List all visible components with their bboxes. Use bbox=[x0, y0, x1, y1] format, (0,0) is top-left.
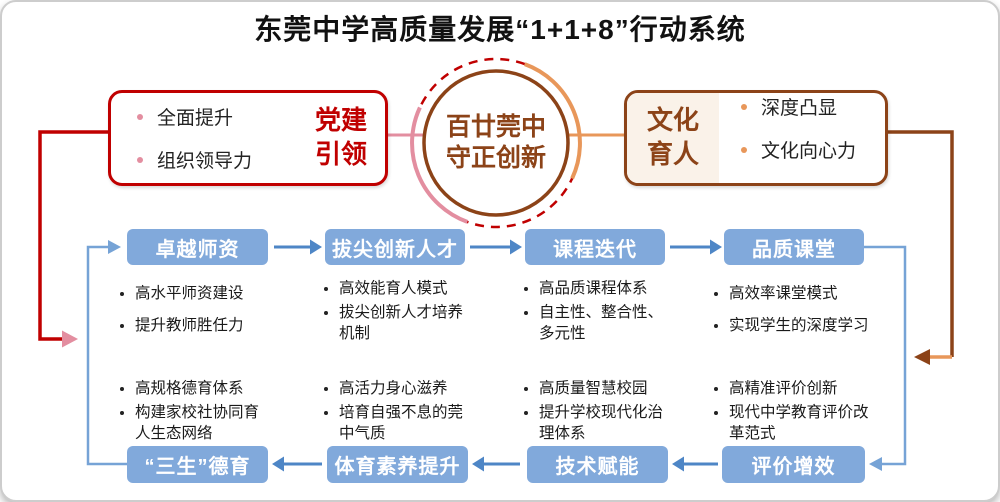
bullet-list-teachers: 高水平师资建设 提升教师胜任力 bbox=[120, 284, 295, 348]
list-item: 拔尖创新人才培养机制 bbox=[324, 303, 476, 345]
cycle-left-line bbox=[86, 245, 127, 466]
bullet-list-curriculum: 高品质课程体系 自主性、整合性、多元性 bbox=[524, 279, 676, 348]
list-item: 文化向心力 bbox=[741, 136, 885, 163]
party-label-line2: 引领 bbox=[314, 139, 367, 169]
cycle-right-line bbox=[864, 245, 907, 466]
page-title: 东莞中学高质量发展“1+1+8”行动系统 bbox=[254, 14, 746, 45]
bullet-dot-icon bbox=[714, 410, 718, 415]
list-item: 现代中学教育评价改革范式 bbox=[714, 403, 872, 445]
culture-label-line1: 文化 bbox=[646, 105, 699, 136]
list-item: 高活力身心滋养 bbox=[324, 379, 476, 400]
ring-orange-arc bbox=[524, 62, 582, 180]
bullet-list-evaluation: 高精准评价创新 现代中学教育评价改革范式 bbox=[714, 379, 872, 448]
cycle-left-arrowhead-icon bbox=[108, 240, 121, 254]
bullet-dot-icon bbox=[714, 323, 718, 328]
bullet-dot-icon bbox=[120, 323, 124, 328]
flow-arrowhead-icon bbox=[710, 239, 722, 255]
flow-node-teachers: 卓越师资 bbox=[127, 229, 268, 265]
bullet-list-technology: 高质量智慧校园 提升学校现代化治理体系 bbox=[524, 379, 676, 448]
flow-node-talent: 拔尖创新人才 bbox=[325, 229, 465, 265]
culture-bullet: 深度凸显 bbox=[761, 98, 838, 119]
list-item: 组织领导力 bbox=[137, 146, 315, 173]
flow-node-evaluation: 评价增效 bbox=[722, 446, 865, 483]
list-item: 高精准评价创新 bbox=[714, 379, 872, 400]
bullet-dot-icon bbox=[324, 387, 328, 391]
center-motto-line2: 守正创新 bbox=[445, 144, 546, 172]
bullet-dot-icon bbox=[714, 292, 718, 296]
bullet-dot-icon bbox=[524, 387, 528, 391]
bullet-list-moral-education: 高规格德育体系 构建家校社协同育人生态网络 bbox=[120, 379, 272, 448]
party-loop-line bbox=[38, 130, 108, 341]
party-bullet-list: 全面提升 组织领导力 bbox=[111, 103, 315, 173]
flow-node-technology: 技术赋能 bbox=[527, 446, 668, 483]
list-item: 实现学生的深度学习 bbox=[714, 316, 892, 337]
party-label-line1: 党建 bbox=[314, 105, 367, 136]
bullet-list-talent: 高效能育人模式 拔尖创新人才培养机制 bbox=[324, 279, 476, 348]
list-item: 构建家校社协同育人生态网络 bbox=[120, 403, 272, 445]
culture-bullet-list: 深度凸显 文化向心力 bbox=[719, 93, 885, 183]
list-item: 高效率课堂模式 bbox=[714, 284, 892, 305]
party-loop-arrowhead-icon bbox=[62, 330, 78, 348]
flow-node-moral-education: “三生”德育 bbox=[127, 446, 268, 483]
bullet-dot-icon bbox=[324, 410, 328, 415]
list-item: 培育自强不息的莞中气质 bbox=[324, 403, 476, 445]
list-item: 提升教师胜任力 bbox=[120, 316, 295, 337]
bullet-dot-icon bbox=[120, 410, 124, 415]
list-item: 高效能育人模式 bbox=[324, 279, 476, 300]
flow-node-curriculum: 课程迭代 bbox=[525, 229, 665, 265]
party-bullet: 全面提升 bbox=[157, 108, 234, 129]
list-item: 高质量智慧校园 bbox=[524, 379, 676, 400]
bullet-dot-icon bbox=[714, 387, 718, 391]
culture-box-label: 文化 育人 bbox=[627, 93, 719, 183]
list-item: 自主性、整合性、多元性 bbox=[524, 303, 676, 345]
bullet-dot-icon bbox=[524, 287, 528, 291]
flow-arrowhead-icon bbox=[672, 456, 684, 472]
flow-arrowhead-icon bbox=[310, 239, 322, 255]
party-box-label: 党建 引领 bbox=[315, 104, 385, 172]
flow-arrowhead-icon bbox=[472, 456, 484, 472]
culture-bullet: 文化向心力 bbox=[761, 141, 857, 162]
bullet-dot-icon bbox=[324, 287, 328, 291]
flow-node-classroom: 品质课堂 bbox=[724, 229, 864, 265]
bullet-dot-icon bbox=[120, 387, 124, 391]
list-item: 高品质课程体系 bbox=[524, 279, 676, 300]
flow-node-physical: 体育素养提升 bbox=[327, 446, 468, 483]
bullet-dot-icon bbox=[137, 113, 143, 120]
party-bullet: 组织领导力 bbox=[157, 151, 253, 172]
ring-pink-arc bbox=[410, 106, 468, 224]
center-circle bbox=[422, 69, 570, 217]
list-item: 提升学校现代化治理体系 bbox=[524, 403, 676, 445]
cycle-right-arrowhead-icon bbox=[869, 457, 882, 471]
center-motto: 百廿莞中 守正创新 bbox=[421, 112, 571, 174]
center-motto-line1: 百廿莞中 bbox=[445, 113, 546, 141]
bullet-dot-icon bbox=[741, 103, 747, 110]
culture-loop-arrowhead-icon bbox=[914, 349, 930, 365]
party-box: 全面提升 组织领导力 党建 引领 bbox=[108, 90, 388, 186]
culture-loop-line bbox=[888, 130, 954, 357]
bullet-dot-icon bbox=[137, 156, 143, 163]
list-item: 高规格德育体系 bbox=[120, 379, 272, 400]
bullet-dot-icon bbox=[524, 410, 528, 415]
list-item: 深度凸显 bbox=[741, 93, 885, 120]
bullet-list-physical: 高活力身心滋养 培育自强不息的莞中气质 bbox=[324, 379, 476, 448]
list-item: 全面提升 bbox=[137, 103, 315, 130]
bullet-list-classroom: 高效率课堂模式 实现学生的深度学习 bbox=[714, 284, 892, 348]
flow-arrowhead-icon bbox=[510, 239, 522, 255]
bullet-dot-icon bbox=[120, 292, 124, 296]
culture-box: 文化 育人 深度凸显 文化向心力 bbox=[624, 90, 888, 186]
flow-arrowhead-icon bbox=[272, 456, 284, 472]
bullet-dot-icon bbox=[741, 146, 747, 153]
list-item: 高水平师资建设 bbox=[120, 284, 295, 305]
culture-label-line2: 育人 bbox=[646, 139, 699, 169]
bullet-dot-icon bbox=[324, 310, 328, 315]
bullet-dot-icon bbox=[524, 310, 528, 315]
